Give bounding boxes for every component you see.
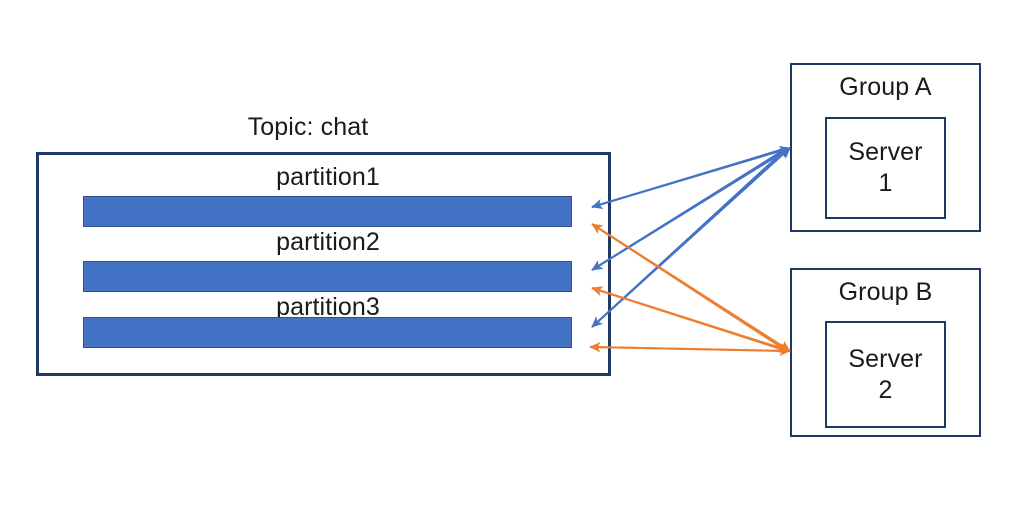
arrow-group-a-partition1 [591,147,788,209]
server-1-name: Server [848,138,923,166]
topic-title: Topic: chat [247,113,369,141]
group-a-title: Group A [839,73,932,101]
arrow-group-a-partition3 [591,147,788,328]
server-2-number: 2 [878,375,893,404]
arrow-group-b-partition3 [589,342,788,353]
arrow-partition-group-b-heads [589,223,791,356]
server-1-number: 1 [878,169,893,197]
partition-bar-1 [83,196,572,227]
partition-label-2: partition2 [276,228,380,256]
group-b-title: Group B [838,278,933,306]
server-1-box: Server 1 [825,117,946,219]
arrow-partition-group-a-heads [591,145,791,328]
partition-label-3: partition3 [276,293,380,321]
partition-bar-3 [83,317,572,348]
arrow-group-a-partition2 [591,147,788,271]
partition-label-1: partition1 [276,163,380,191]
arrow-group-b-partition2 [591,286,788,352]
partition-bar-2 [83,261,572,292]
server-2-name: Server [848,344,923,373]
server-2-box: Server 2 [825,321,946,428]
arrow-group-b-partition1 [591,223,788,352]
